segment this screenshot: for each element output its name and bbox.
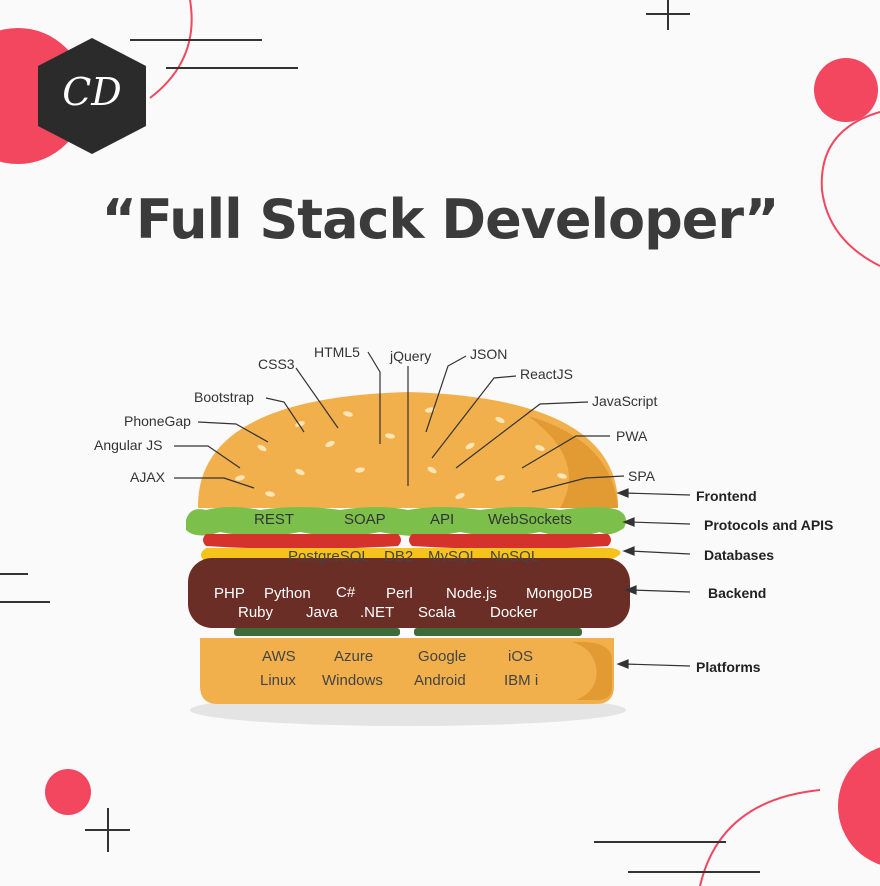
label-jquery: jQuery	[390, 348, 432, 364]
bottom-bun	[200, 638, 614, 704]
arrow-platforms	[623, 663, 691, 667]
tomato-right	[409, 534, 611, 549]
connector-reactjs	[431, 375, 517, 459]
connector-css3	[295, 367, 339, 429]
platform-item: Android	[414, 672, 466, 689]
platform-item: Linux	[260, 672, 296, 689]
pickle-left	[234, 628, 400, 636]
database-item: PostgreSQL	[288, 548, 370, 565]
protocol-item: API	[430, 511, 455, 528]
top-bun-shade	[528, 416, 618, 508]
arrow-frontend	[623, 492, 691, 496]
arrowhead-frontend	[616, 488, 629, 498]
layer-label-frontend: Frontend	[696, 488, 757, 504]
label-reactjs: ReactJS	[520, 366, 573, 382]
arrow-backend	[631, 589, 691, 593]
accent-arc-right	[820, 111, 880, 267]
backend-item: Docker	[490, 604, 538, 621]
label-pwa: PWA	[616, 428, 648, 444]
layer-label-backend: Backend	[708, 585, 767, 601]
logo-hexagon	[38, 38, 146, 154]
arrowhead-platforms	[616, 659, 629, 669]
accent-arc-bottom-right	[699, 789, 821, 886]
backend-item: Python	[264, 585, 311, 602]
connector-html5	[367, 351, 381, 444]
arrow-databases	[629, 550, 691, 555]
connector-spa	[531, 475, 625, 493]
arrowhead-databases	[622, 546, 635, 556]
protocol-item: SOAP	[344, 511, 386, 528]
backend-item: Ruby	[238, 604, 274, 621]
platform-item: Azure	[334, 648, 374, 665]
arrowhead-backend	[624, 585, 637, 595]
backend-item: PHP	[214, 585, 245, 602]
layer-label-protocols: Protocols and APIS	[704, 517, 834, 533]
backend-item: .NET	[360, 604, 395, 621]
accent-circle-bottom-left	[45, 769, 91, 815]
platform-item: iOS	[508, 648, 534, 665]
database-item: NoSQL	[490, 548, 540, 565]
backend-item: MongoDB	[526, 585, 593, 602]
arrowhead-protocols	[622, 517, 635, 527]
connector-javascript	[455, 401, 589, 469]
pickle-right	[414, 628, 582, 636]
lettuce-layer	[186, 507, 626, 536]
backend-item: Java	[306, 604, 338, 621]
label-spa: SPA	[628, 468, 655, 484]
label-javascript: JavaScript	[592, 393, 658, 409]
platform-item: Windows	[322, 672, 383, 689]
platform-item: IBM i	[504, 672, 539, 689]
layer-label-databases: Databases	[704, 547, 775, 563]
label-css3: CSS3	[258, 356, 295, 372]
platform-item: AWS	[262, 648, 296, 665]
backend-item: Scala	[418, 604, 456, 621]
page-title: “Full Stack Developer”	[101, 188, 779, 251]
backend-item: Node.js	[446, 585, 497, 602]
database-item: DB2	[384, 548, 414, 565]
label-bootstrap: Bootstrap	[194, 389, 254, 405]
label-angularjs: Angular JS	[94, 437, 163, 453]
bottom-bun-shade	[572, 641, 612, 700]
label-phonegap: PhoneGap	[124, 413, 191, 429]
accent-circle-bottom-right	[838, 747, 880, 865]
arrow-protocols	[629, 521, 691, 525]
connector-bootstrap	[265, 397, 305, 433]
label-html5: HTML5	[314, 344, 360, 360]
platform-item: Google	[418, 648, 467, 665]
connector-angularjs	[174, 445, 241, 469]
accent-arc-top-left	[149, 0, 193, 99]
backend-item: Perl	[386, 585, 413, 602]
label-ajax: AJAX	[130, 469, 166, 485]
logo-text: CD	[62, 70, 122, 114]
layer-label-platforms: Platforms	[696, 659, 761, 675]
protocol-item: WebSockets	[488, 511, 572, 528]
connector-pwa	[521, 435, 610, 469]
accent-circle-top-right	[814, 58, 878, 122]
connector-ajax	[174, 477, 255, 489]
protocol-item: REST	[254, 511, 295, 528]
connector-json	[425, 355, 467, 433]
connector-phonegap	[197, 421, 269, 443]
backend-item: C#	[336, 584, 356, 601]
tomato-left	[203, 534, 401, 549]
patty-layer	[188, 558, 630, 628]
database-item: MySQL	[428, 548, 479, 565]
label-json: JSON	[470, 346, 508, 362]
